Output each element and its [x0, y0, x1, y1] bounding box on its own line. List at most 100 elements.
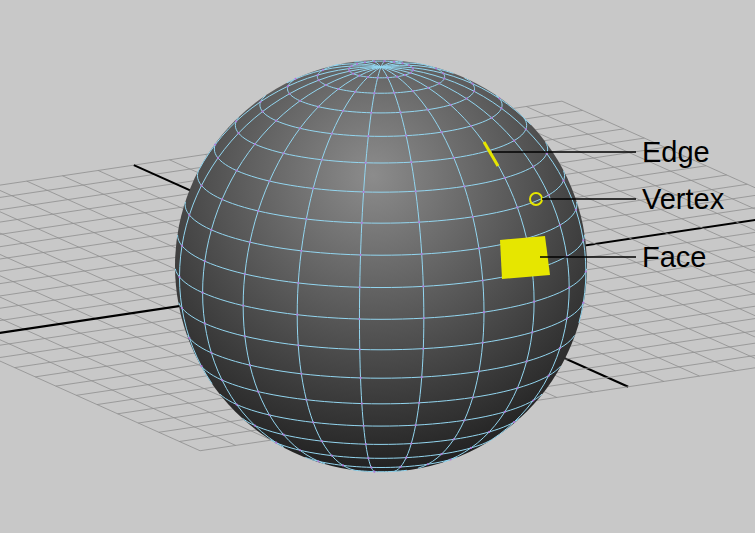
- vertex-dot: [367, 76, 369, 78]
- vertex-dot: [294, 78, 296, 80]
- vertex-dot: [532, 399, 534, 401]
- vertex-dot: [297, 282, 299, 284]
- vertex-dot: [321, 440, 323, 442]
- vertex-dot: [299, 127, 301, 129]
- vertex-dot: [287, 85, 289, 87]
- vertex-dot: [365, 162, 367, 164]
- vertex-dot: [282, 152, 284, 154]
- vertex-dot: [421, 376, 423, 378]
- vertex-dot: [359, 254, 361, 256]
- vertex-dot: [321, 159, 323, 161]
- vertex-dot: [373, 92, 375, 94]
- wire-line: [203, 67, 381, 447]
- vertex-dot: [377, 77, 379, 79]
- vertex-dot: [453, 157, 455, 159]
- vertex-dot: [361, 402, 363, 404]
- vertex-dot: [362, 425, 364, 427]
- wire-line: [381, 67, 531, 125]
- vertex-dot: [312, 187, 314, 189]
- wire-line: [220, 394, 542, 426]
- vertex-dot: [362, 191, 364, 193]
- wire-line: [242, 418, 519, 444]
- vertex-dot: [410, 442, 412, 444]
- vertex-dot: [438, 82, 440, 84]
- vertex-dot: [427, 109, 429, 111]
- vertex-dot: [322, 69, 324, 71]
- vertex-dot: [465, 97, 467, 99]
- vertex-dot: [383, 60, 385, 62]
- wire-line: [214, 142, 547, 192]
- vertex-dot: [415, 424, 417, 426]
- vertex-dot: [275, 442, 277, 444]
- vertex-dot: [373, 471, 375, 473]
- vertex-dot: [236, 403, 238, 405]
- wire-line: [260, 95, 502, 136]
- leader-line: [492, 151, 636, 153]
- vertex-dot: [472, 396, 474, 398]
- vertex-dot: [525, 360, 527, 362]
- wire-line: [197, 171, 564, 223]
- vertex-dot: [217, 157, 219, 159]
- vertex-dot: [188, 337, 190, 339]
- vertex-dot: [352, 73, 354, 75]
- vertex-dot: [317, 74, 319, 76]
- vertex-dot: [500, 107, 502, 109]
- vertex-dot: [472, 216, 474, 218]
- vertex-dot: [483, 311, 485, 313]
- wire-line: [243, 67, 381, 464]
- vertex-dot: [237, 132, 239, 134]
- vertex-dot: [525, 128, 527, 130]
- vertex-dot: [337, 88, 339, 90]
- vertex-dot: [504, 177, 506, 179]
- vertex-dot: [200, 365, 202, 367]
- wire-line: [359, 67, 381, 472]
- vertex-dot: [412, 69, 414, 71]
- vertex-dot: [396, 76, 398, 78]
- wire-line: [179, 303, 584, 350]
- vertex-dot: [348, 70, 350, 72]
- wire-line: [178, 235, 585, 288]
- wire-line: [287, 66, 381, 83]
- vertex-dot: [249, 241, 251, 243]
- vertex-dot: [325, 84, 327, 86]
- vertex-dot: [178, 276, 180, 278]
- vertex-dot: [404, 74, 406, 76]
- wire-line: [305, 458, 456, 468]
- vertex-dot: [268, 180, 270, 182]
- vertex-dot: [221, 198, 223, 200]
- vertex-dot: [548, 194, 550, 196]
- vertex-dot: [221, 379, 223, 381]
- wire-line: [180, 67, 381, 384]
- vertex-dot: [200, 184, 202, 186]
- leader-line: [542, 198, 636, 200]
- vertex-dot: [449, 104, 451, 106]
- wire-line: [198, 67, 381, 171]
- vertex-dot: [548, 375, 550, 377]
- vertex-dot: [305, 218, 307, 220]
- vertex-dot: [254, 143, 256, 145]
- vertex-dot: [204, 322, 206, 324]
- vertex-dot: [470, 447, 472, 449]
- vertex-dot: [367, 135, 369, 137]
- sphere-body: [175, 60, 587, 472]
- vertex-dot: [181, 245, 183, 247]
- vertex-dot: [297, 344, 299, 346]
- selected-vertex: [530, 193, 542, 205]
- vertex-dot: [318, 79, 320, 81]
- vertex-dot: [513, 421, 515, 423]
- vertex-dot: [249, 364, 251, 366]
- grid-line: [0, 229, 200, 451]
- vertex-dot: [257, 210, 259, 212]
- vertex-dot: [305, 399, 307, 401]
- vertex-dot: [399, 111, 401, 113]
- vertex-dot: [210, 352, 212, 354]
- vertex-dot: [354, 91, 356, 93]
- leader-line: [540, 256, 636, 258]
- vertex-dot: [214, 143, 216, 145]
- vertex-dot: [259, 101, 261, 103]
- callout-label: Face: [642, 243, 706, 272]
- vertex-dot: [359, 348, 361, 350]
- vertex-dot: [582, 239, 584, 241]
- vertex-dot: [410, 161, 412, 163]
